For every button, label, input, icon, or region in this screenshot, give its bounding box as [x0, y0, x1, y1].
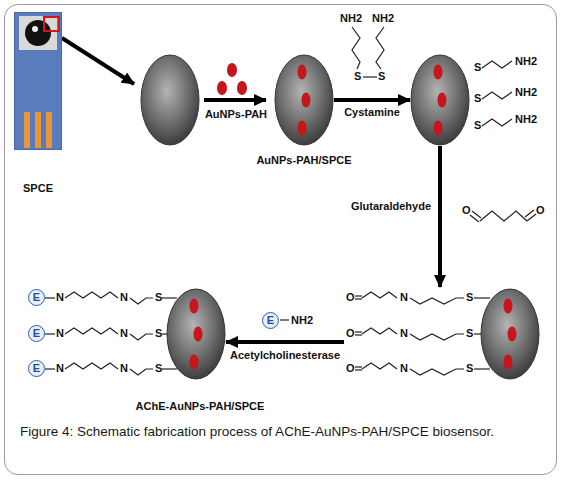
process-arrow [438, 146, 442, 287]
electrode-ellipse [274, 54, 334, 146]
atom-label: N [120, 291, 128, 304]
electrode-ellipse [410, 54, 470, 146]
reagent-label: Cystamine [343, 106, 401, 119]
atom-label: O [346, 327, 355, 340]
step-arrow [204, 98, 266, 102]
electrode-name: AuNPs-PAH/SPCE [256, 154, 351, 167]
reagent-label: Glutaraldehyde [350, 200, 432, 213]
enzyme-symbol: E [262, 312, 279, 329]
aunp-dots [217, 63, 247, 95]
electrode-name: AChE-AuNPs-PAH/SPCE [136, 400, 265, 413]
figure-caption: Figure 4: Schematic fabrication process … [20, 422, 546, 442]
atom-label: NH2 [515, 55, 537, 68]
atom-label: S [466, 327, 473, 340]
atom-label: S [155, 291, 162, 304]
electrode-strip [14, 12, 62, 150]
atom-label: S [155, 327, 162, 340]
atom-label: N [56, 362, 64, 375]
electrode-strip: SPCE [14, 12, 62, 150]
atom-label: N [400, 291, 408, 304]
chemical-bonds [45, 27, 536, 375]
electrode-name: SPCE [23, 182, 53, 195]
atom-label: S [466, 291, 473, 304]
electrode-node: AuNPs-PAH/SPCE [274, 54, 334, 146]
reagent-label: AuNPs-PAH [205, 108, 267, 121]
atom-label: S [354, 70, 361, 83]
atom-label: NH2 [515, 113, 537, 126]
electrode-node: O N S O N S O N S [344, 287, 540, 381]
atom-label: O [536, 204, 545, 217]
atom-label: S [155, 362, 162, 375]
atom-label: O [346, 291, 355, 304]
atom-label: N [120, 362, 128, 375]
atom-label: NH2 [515, 86, 537, 99]
atom-label: S [474, 119, 481, 132]
enzyme-symbol: E [28, 325, 45, 342]
atom-label: N [400, 362, 408, 375]
atom-label: N [120, 327, 128, 340]
atom-label: S [466, 362, 473, 375]
atom-label: N [400, 327, 408, 340]
electrode-node: AChE-AuNPs-PAH/SPCEENNSENNSENNS [26, 287, 226, 381]
atom-label: N [56, 291, 64, 304]
atom-label: NH2 [291, 314, 313, 327]
electrode-ellipse [166, 288, 226, 380]
electrode-ellipse [480, 288, 540, 380]
atom-label: S [378, 70, 385, 83]
atom-label: NH2 [340, 12, 362, 25]
bare-electrode [141, 55, 199, 145]
atom-label: O [346, 362, 355, 375]
reagent-label: Acetylcholinesterase [229, 349, 341, 362]
electrode-node: SNH2SNH2SNH2 [410, 54, 545, 146]
enzyme-symbol: E [28, 360, 45, 377]
atom-label: NH2 [372, 12, 394, 25]
process-arrow [226, 340, 344, 344]
atom-label: O [462, 204, 471, 217]
enzyme-symbol: E [28, 289, 45, 306]
atom-label: S [474, 92, 481, 105]
atom-label: S [474, 61, 481, 74]
process-arrow [334, 98, 410, 102]
zoom-arrow [62, 38, 134, 84]
atom-label: N [56, 327, 64, 340]
